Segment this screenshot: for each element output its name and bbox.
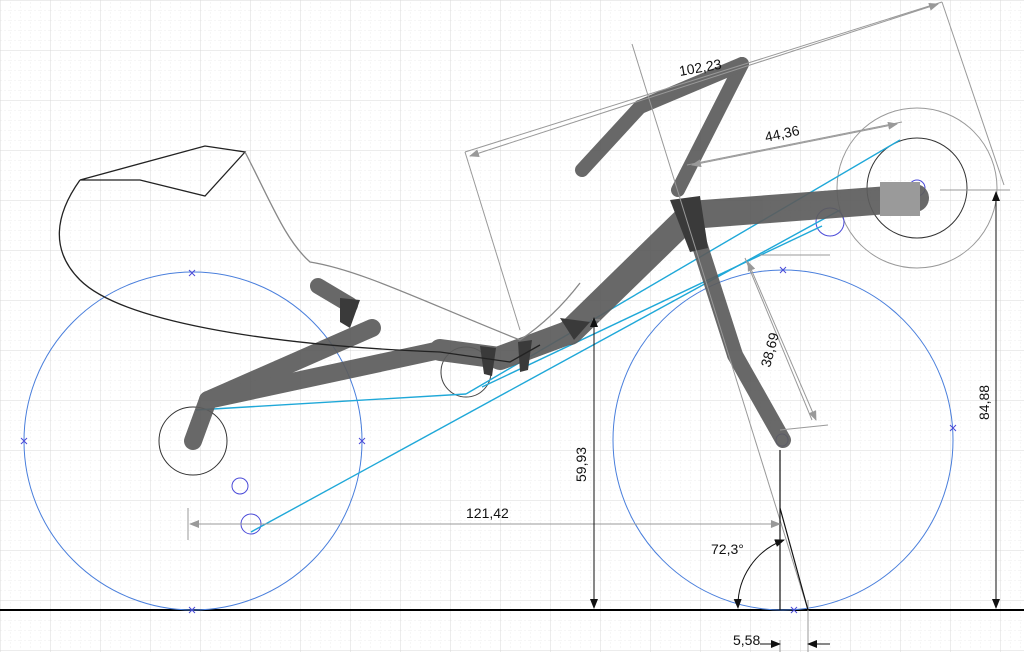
steering-axis (779, 507, 809, 611)
frame-gussets (340, 196, 708, 376)
overall-height-dimension-label[interactable]: 84,88 (976, 385, 992, 420)
seat-outline (58, 145, 581, 363)
head-angle-dimension-label[interactable]: 72,3° (711, 541, 744, 557)
rear-cog[interactable] (158, 406, 228, 476)
crank-offset-dimension-label[interactable]: 44,36 (763, 122, 801, 145)
wheelbase-dimension-label[interactable]: 121,42 (466, 505, 509, 521)
trail-dimension-label[interactable]: 5,58 (733, 632, 760, 648)
boom-end (880, 182, 920, 216)
dimension-arrows (189, 2, 1000, 648)
frame-reach-dimension-label[interactable]: 102,23 (678, 56, 723, 79)
seat-height-dimension-label[interactable]: 59,93 (573, 447, 589, 482)
